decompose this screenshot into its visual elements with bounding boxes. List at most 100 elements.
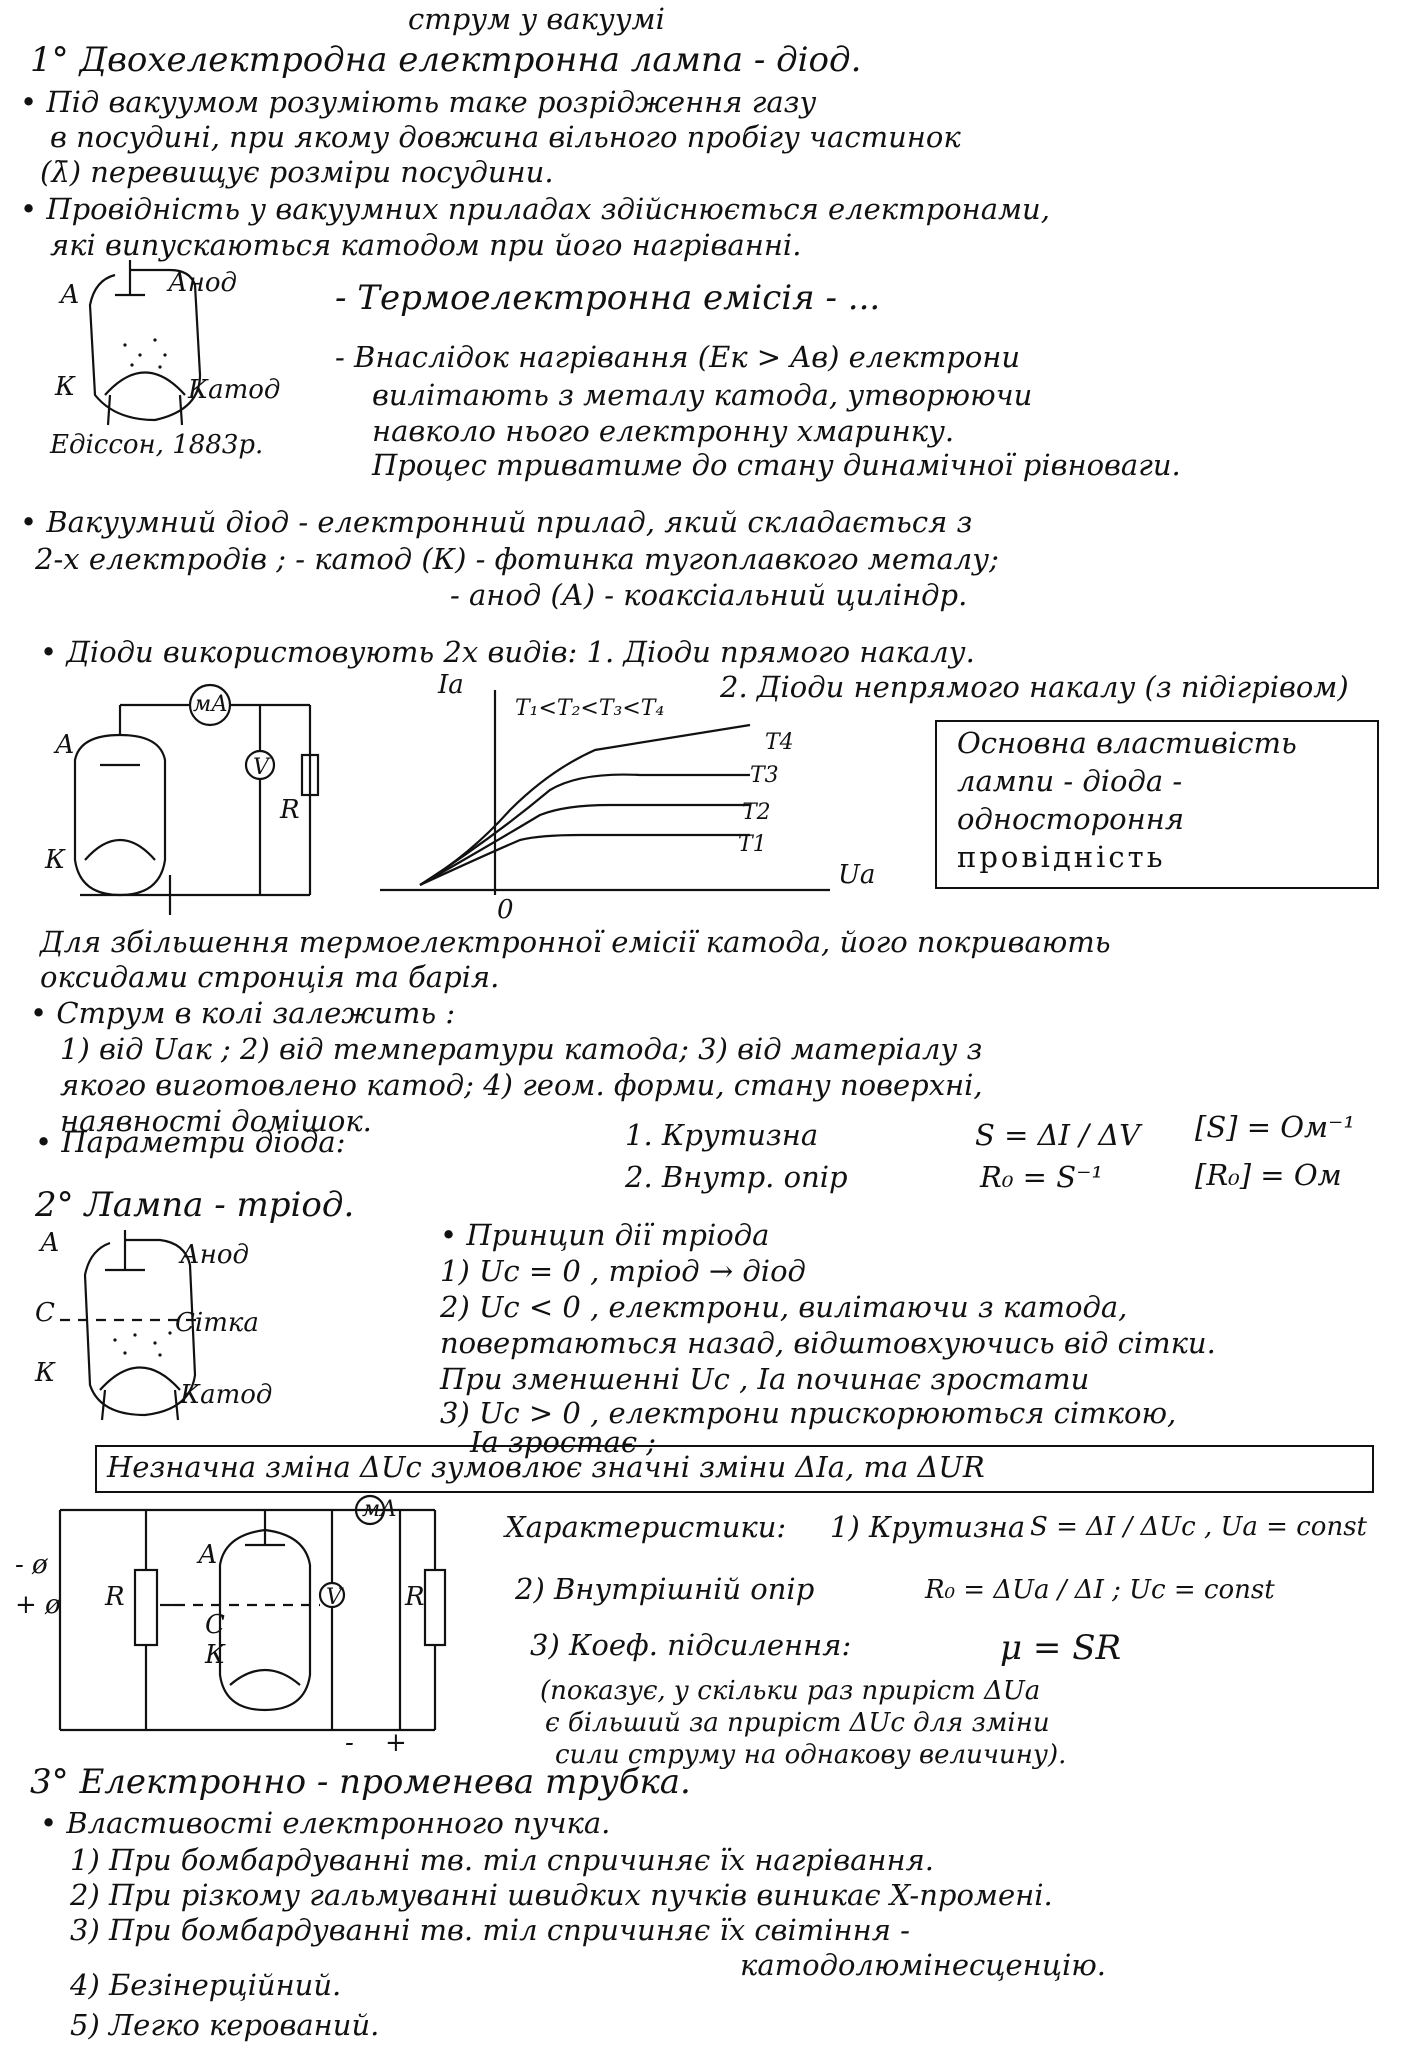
text-line: 1) При бомбардуванні тв. тіл спричиняє ї… [70,1843,934,1877]
text-line: 2) При різкому гальмуванні швидких пучкі… [70,1878,1053,1912]
lamp1-label-cathode: Катод [188,375,281,405]
box-line: лампи - діода - [957,764,1183,798]
circuit2-terminal-plus: + ø [15,1590,61,1620]
text-line: повертаються назад, відштовхуючись від с… [440,1326,1216,1360]
text-line: • Діоди використовують 2х видів: 1. Діод… [40,635,975,669]
chars-label: Характеристики: [505,1510,787,1544]
char-1-name: 1) Крутизна [830,1510,1026,1544]
text-line: - анод (А) - коаксіальний циліндр. [450,578,968,612]
lamp2-label-c: С [35,1298,55,1328]
main-property-box: Основна властивість лампи - діода - одно… [935,720,1379,889]
text-line: - Внаслідок нагрівання (Eк > Aв) електро… [335,340,1021,374]
text-line: 1) від Uак ; 2) від температури катода; … [60,1032,983,1066]
circuit2-label-r1: R [105,1582,125,1612]
char-3-formula: μ = SR [1000,1628,1122,1668]
text-line: 1) Uc = 0 , тріод → діод [440,1254,806,1288]
graph-curve-label: T2 [742,800,771,825]
circuit1-label-r: R [280,795,300,825]
box-line: провідність [957,840,1166,874]
lamp2-label-a: А [40,1228,60,1258]
triode-lamp-drawing [60,1230,200,1421]
text-line: наявності домішок. [60,1104,372,1138]
text-line: • Струм в колі залежить : [30,996,456,1030]
graph-axis-y-label: Iа [438,670,464,700]
diode-characteristic-graph [380,690,830,895]
param-1-formula: S = ΔI / ΔV [975,1118,1141,1152]
text-line: навколо нього електронну хмаринку. [372,414,955,448]
params-label: • Параметри діода: [35,1125,346,1159]
text-line: вилітають з металу катода, утворюючи [372,378,1033,412]
text-line: 2) Uc < 0 , електрони, вилітаючи з катод… [440,1290,1128,1324]
triode-note-box: Незначна зміна ΔUc зумовлює значні зміни… [95,1445,1374,1493]
text-line: 3) При бомбардуванні тв. тіл спричиняє ї… [70,1913,910,1947]
lamp2-label-grid: Сітка [175,1308,259,1338]
circuit1-label-v: V [253,755,269,780]
graph-origin-label: 0 [497,895,514,925]
lamp2-label-anode: Анод [180,1240,249,1270]
param-1-unit: [S] = Ом⁻¹ [1195,1110,1355,1144]
text-line: • Властивості електронного пучка. [40,1806,611,1840]
thermo-heading: - Термоелектронна емісія - ... [335,278,881,318]
text-line: • Провідність у вакуумних приладах здійс… [20,192,1050,226]
param-2-unit: [R₀] = Ом [1195,1158,1342,1192]
box-line: одностороння [957,802,1185,836]
circuit2-label-a: А [198,1540,218,1570]
char-1-formula: S = ΔI / ΔUc , Uа = const [1030,1512,1367,1542]
circuit2-label-k: К [205,1640,226,1670]
text-line: При зменшенні Uc , Iа починає зростати [440,1362,1090,1396]
box-line: Основна властивість [957,726,1297,760]
box-line: Незначна зміна ΔUc зумовлює значні зміни… [107,1450,985,1484]
char-2-name: 2) Внутрішній опір [515,1572,815,1606]
circuit2-label-bottom-plus: + [385,1728,407,1758]
page-title: струм у вакуумі [408,2,665,36]
text-line: сили струму на однакову величину). [555,1740,1067,1770]
text-line: Для збільшення термоелектронної емісії к… [40,925,1111,959]
char-2-formula: R₀ = ΔUа / ΔI ; Uc = const [925,1575,1275,1605]
graph-axis-x-label: Uа [838,860,876,890]
triode-circuit-drawing [58,1494,447,1732]
graph-curve-label: T1 [738,832,767,857]
param-1-name: 1. Крутизна [625,1118,819,1152]
circuit1-label-k: К [45,845,66,875]
circuit2-label-ma: мА [362,1497,397,1522]
circuit2-label-bottom-minus: - [345,1728,354,1758]
text-line: 2. Діоди непрямого накалу (з підігрівом) [720,670,1349,704]
text-line: в посудині, при якому довжина вільного п… [50,120,961,154]
circuit2-terminal-minus: - ø [15,1550,48,1580]
text-line: Процес триватиме до стану динамічної рів… [372,448,1181,482]
param-2-formula: R₀ = S⁻¹ [980,1160,1103,1194]
diode-lamp-drawing [88,260,202,426]
text-line: Iа зростає ; [470,1425,657,1459]
graph-condition-label: T₁<T₂<T₃<T₄ [515,696,665,721]
text-line: 3) Uc > 0 , електрони прискорюються сітк… [440,1396,1177,1430]
section-3-heading: 3° Електронно - променева трубка. [30,1762,691,1802]
text-line: є більший за приріст ΔUc для зміни [545,1708,1050,1738]
lamp1-label-a: А [60,280,80,310]
lamp2-label-cathode: Катод [180,1380,273,1410]
lamp1-label-k: К [55,372,76,402]
text-line: оксидами стронція та барія. [40,960,500,994]
lamp1-label-edison: Едіссон, 1883р. [50,430,264,460]
circuit1-label-a: А [55,730,75,760]
text-line: які випускаються катодом при його нагрів… [50,228,802,262]
circuit2-label-v: V [326,1585,342,1610]
diode-circuit-drawing [73,683,320,915]
text-line: 4) Безінерційний. [70,1968,342,2002]
graph-curve-label: T3 [750,763,779,788]
lamp1-label-anode: Анод [168,268,237,298]
circuit1-label-ma: мА [193,692,228,717]
text-line: 2-х електродів ; - катод (К) - фотинка т… [35,542,999,576]
graph-curve-label: T4 [765,730,794,755]
text-line: • Вакуумний діод - електронний прилад, я… [20,505,973,539]
text-line: катодолюмінесценцію. [740,1948,1106,1982]
text-line: • Принцип дії тріода [440,1218,770,1252]
section-2-heading: 2° Лампа - тріод. [35,1185,355,1225]
text-line: (показує, у скільки раз приріст ΔUа [540,1676,1041,1706]
section-1-heading: 1° Двохелектродна електронна лампа - діо… [30,40,862,80]
text-line: (λ̄) перевищує розміри посудини. [40,155,554,189]
char-3-name: 3) Коеф. підсилення: [530,1628,852,1662]
text-line: 5) Легко керований. [70,2008,380,2042]
lamp2-label-k: К [35,1358,56,1388]
text-line: • Під вакуумом розуміють таке розрідженн… [20,85,817,119]
circuit2-label-c: С [205,1610,225,1640]
